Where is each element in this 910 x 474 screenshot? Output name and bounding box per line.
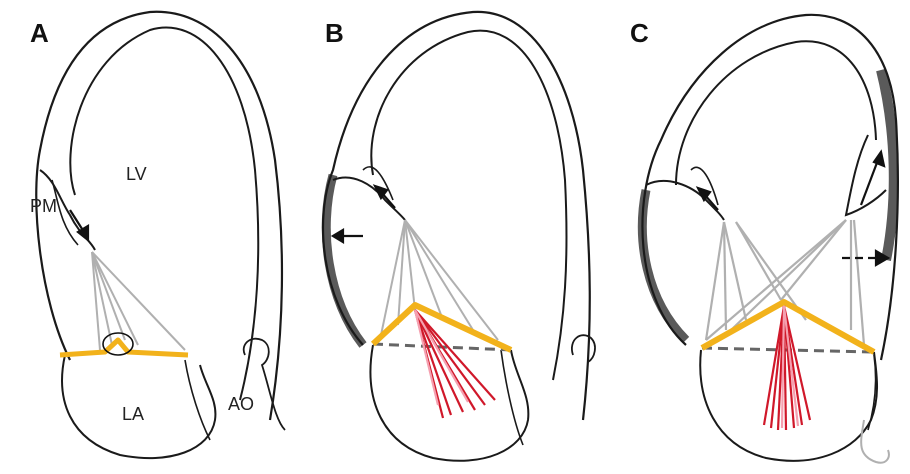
- wall-arrow: [333, 230, 363, 242]
- lv-inner-wall: [676, 41, 876, 185]
- label-pm: PM: [30, 196, 57, 217]
- panel-b-drawing: [303, 0, 606, 474]
- papillary-muscle-right: [846, 135, 886, 215]
- pm-left-arrow: [698, 188, 718, 210]
- panel-c-drawing: [606, 0, 909, 474]
- label-ao: AO: [228, 394, 254, 415]
- panel-letter-c: C: [630, 18, 649, 49]
- lv-outer-wall: [323, 12, 590, 420]
- mitral-leaflets-tented: [373, 305, 511, 350]
- label-la: LA: [122, 404, 144, 425]
- chordae-tendineae: [92, 252, 185, 350]
- aorta-root: [572, 335, 595, 362]
- panel-letter-b: B: [325, 18, 344, 49]
- panel-a: A PM LV LA AO: [0, 0, 303, 474]
- papillary-muscle: [333, 178, 405, 220]
- panel-b: B: [303, 0, 606, 474]
- regurgitant-jet: [764, 306, 810, 430]
- lv-inner-wall: [70, 28, 258, 400]
- wall-arrow-dashed: [842, 251, 888, 265]
- label-lv: LV: [126, 164, 147, 185]
- pm-right-arrow: [861, 152, 884, 205]
- mitral-leaflets-closed: [60, 340, 188, 355]
- panel-c: C: [606, 0, 909, 474]
- displacement-arrow: [70, 210, 88, 240]
- left-atrium: [371, 345, 529, 461]
- panel-letter-a: A: [30, 18, 49, 49]
- coaptation-circle: [103, 333, 133, 355]
- panel-a-drawing: [0, 0, 303, 474]
